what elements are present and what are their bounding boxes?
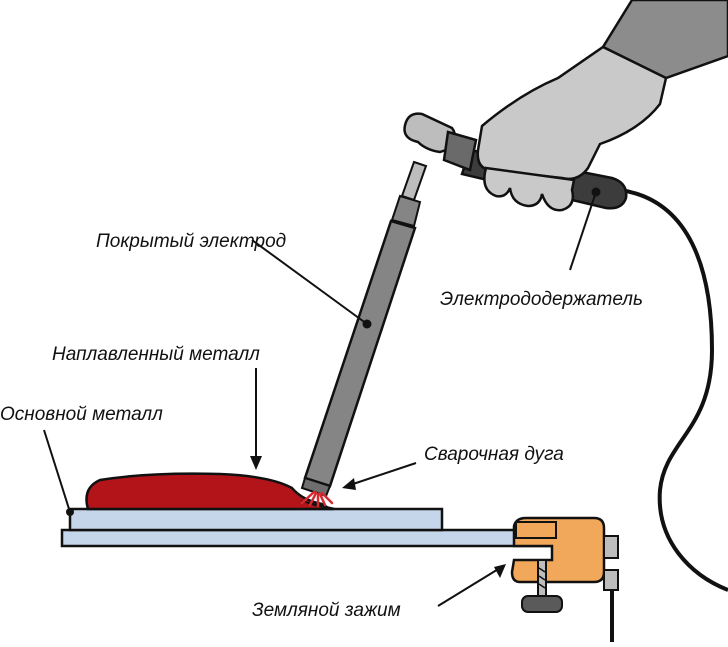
arc-arrowhead [342, 478, 356, 490]
holder-marker-dot [591, 187, 601, 197]
glove [476, 45, 668, 181]
leader-lines [43, 191, 597, 607]
label-welding-arc: Сварочная дуга [424, 444, 564, 465]
electrode-marker-dot [362, 319, 372, 329]
ground-clamp [510, 516, 619, 613]
base-plate [60, 528, 554, 548]
label-electrode-holder: Электрододержатель [440, 289, 643, 310]
welding-cable [619, 188, 728, 592]
label-coated-electrode: Покрытый электрод [96, 231, 287, 252]
deposited-metal [85, 472, 335, 511]
base-metal [68, 507, 444, 532]
label-deposited-metal: Наплавленный металл [52, 344, 260, 365]
welding-arc [300, 490, 334, 508]
base-metal-marker-dot [66, 508, 74, 516]
glove-fingers [483, 166, 576, 212]
label-ground-clamp: Земляной зажим [252, 600, 401, 621]
sleeve [601, 0, 728, 80]
clamp-arrowhead [494, 564, 506, 578]
deposited-arrowhead [250, 456, 262, 470]
electrode [300, 160, 428, 498]
leader-markers [66, 187, 601, 578]
label-base-metal: Основной металл [0, 404, 163, 425]
holder-neck [442, 130, 478, 172]
